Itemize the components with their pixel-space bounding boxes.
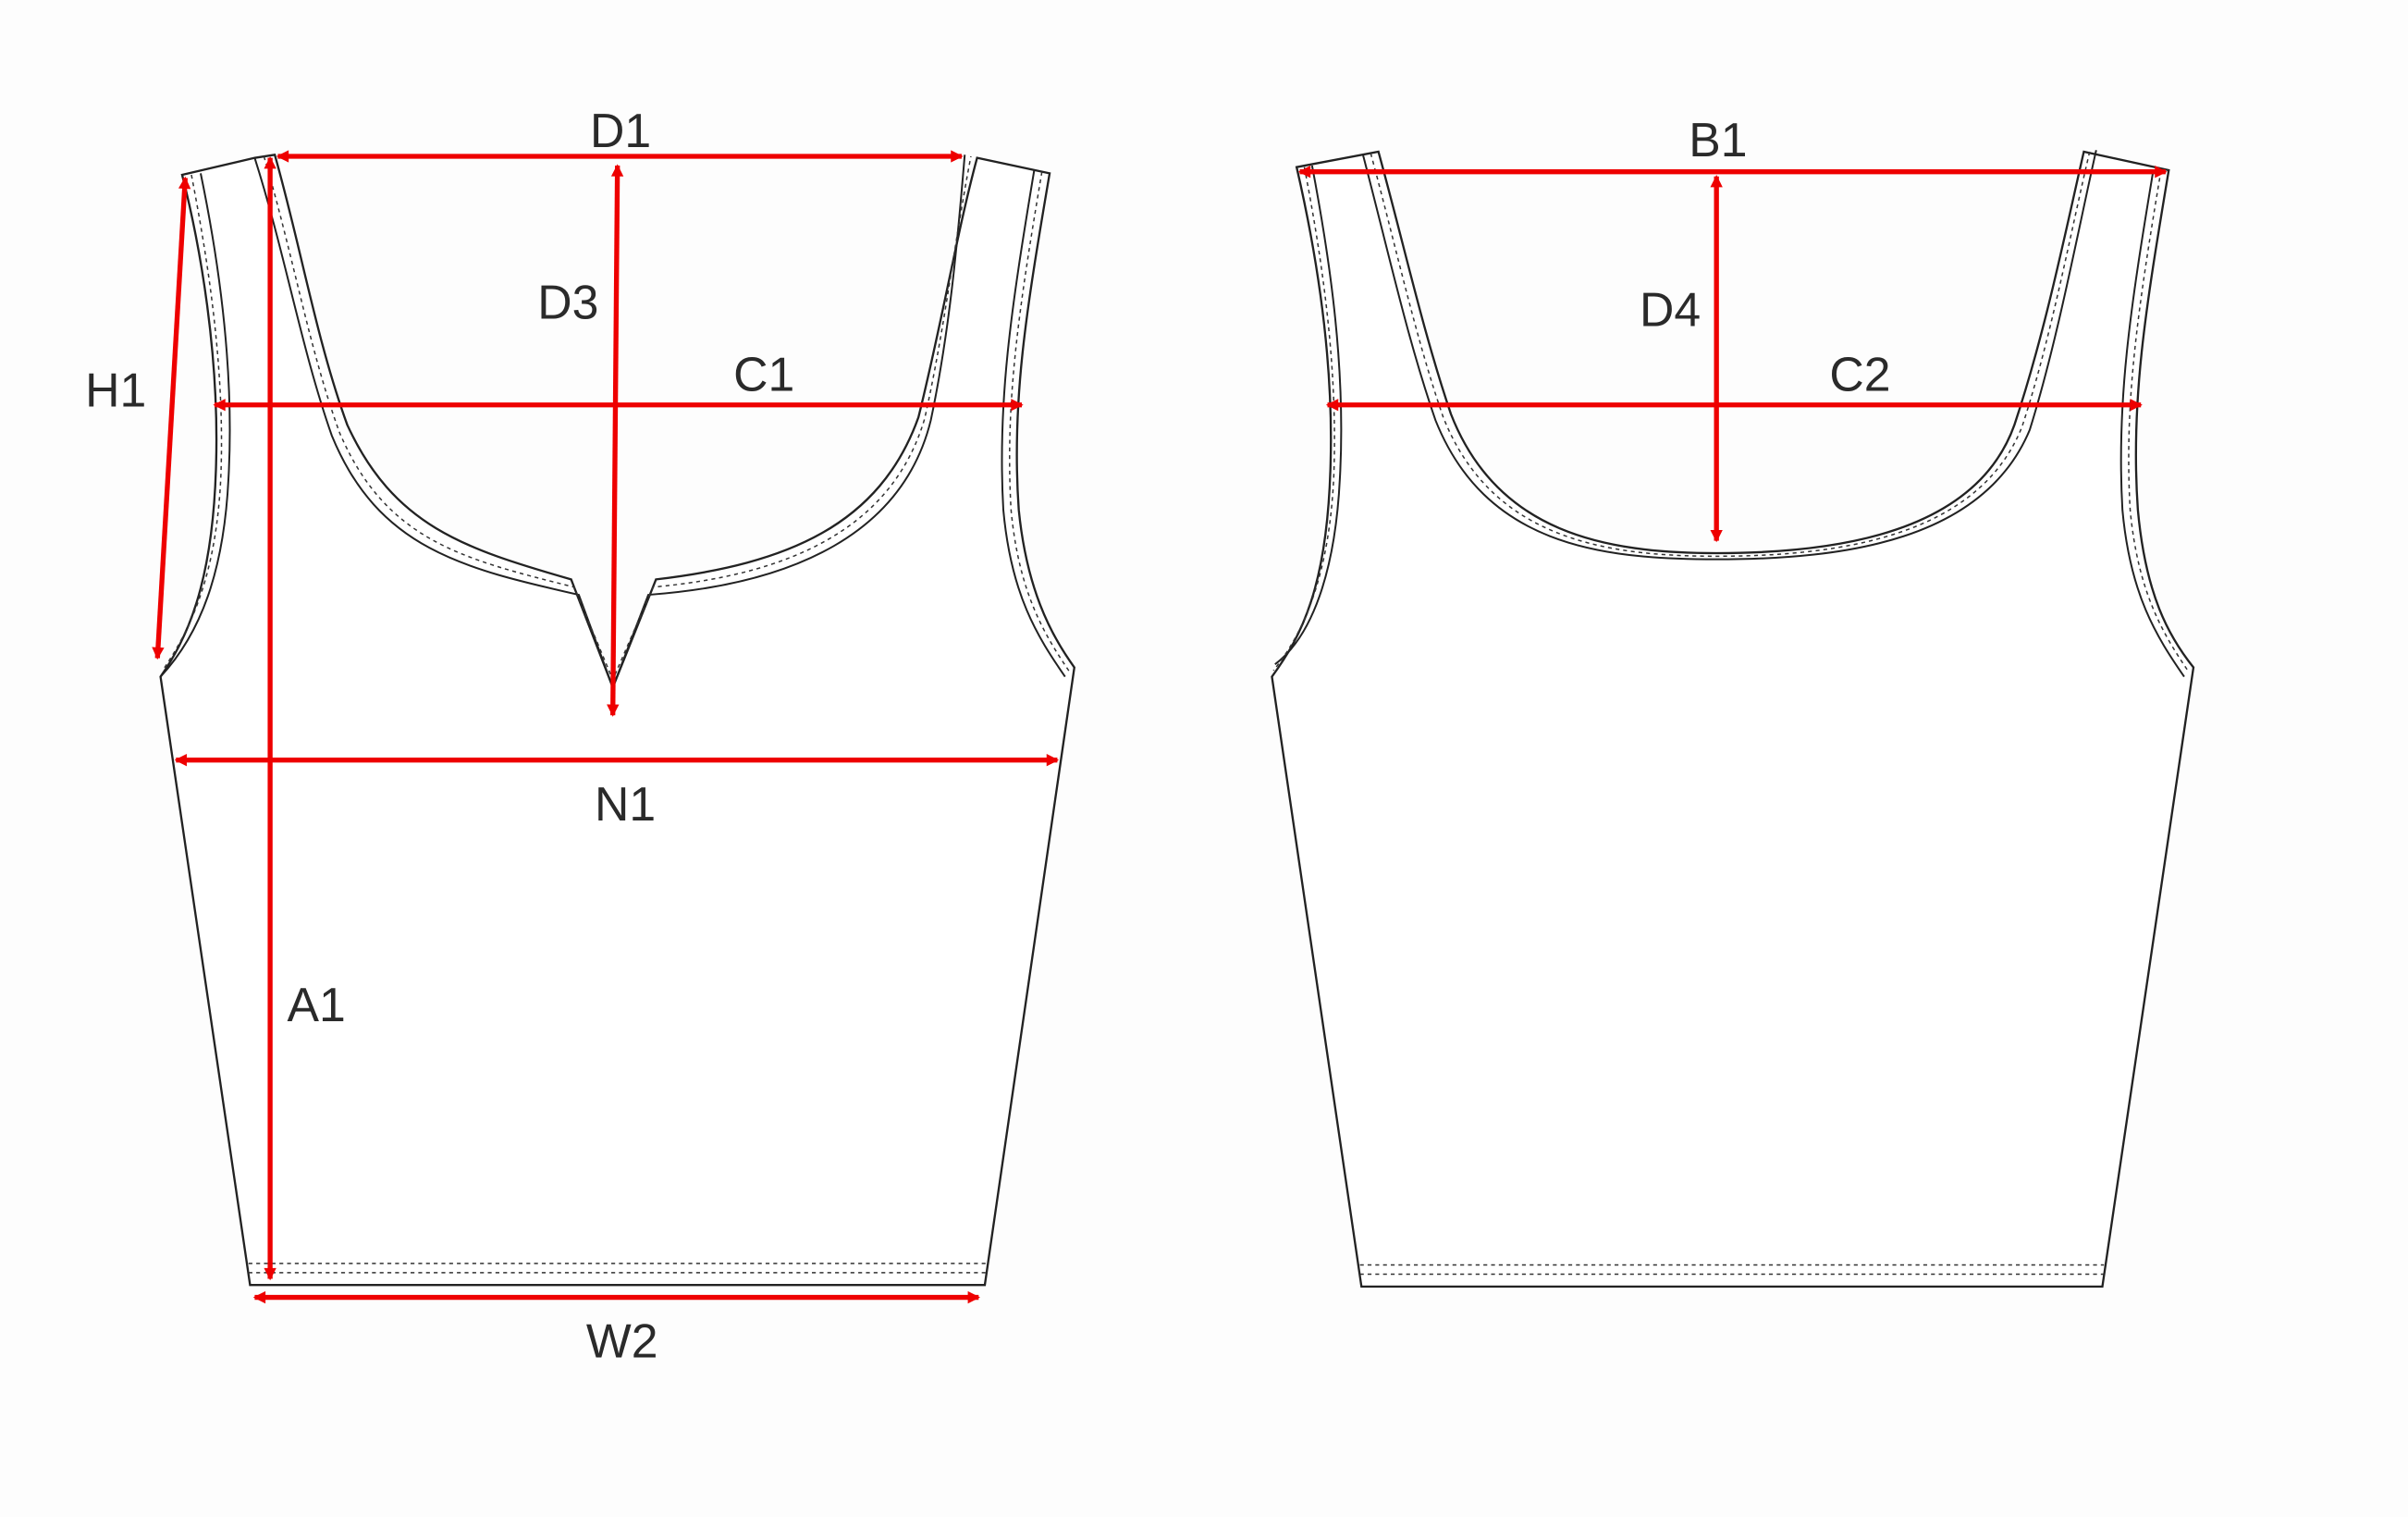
front-armhole-binding-right — [1001, 169, 1066, 678]
back-armhole-stitch-right — [2128, 169, 2190, 672]
label-W2: W2 — [586, 1314, 658, 1368]
front-armhole-stitch-left — [163, 174, 223, 670]
back-view: B1 D4 C2 — [1271, 113, 2195, 1289]
front-armhole-binding-left — [159, 173, 231, 678]
front-body-outline — [159, 154, 1076, 1287]
back-armhole-binding-right — [2119, 169, 2185, 678]
front-neck-binding — [253, 154, 966, 691]
label-C2: C2 — [1829, 348, 1890, 401]
back-armhole-binding-left — [1274, 165, 1343, 665]
back-neck-stitch — [1370, 150, 2091, 558]
label-H1: H1 — [85, 363, 146, 416]
label-A1: A1 — [288, 978, 346, 1031]
measure-D3 — [607, 164, 624, 717]
measure-H1 — [152, 176, 191, 660]
back-neck-binding — [1361, 150, 2097, 561]
label-C1: C1 — [733, 348, 794, 401]
label-D3: D3 — [537, 275, 598, 328]
back-body-outline — [1271, 150, 2195, 1289]
back-armhole-stitch-left — [1272, 166, 1335, 672]
label-D4: D4 — [1640, 283, 1701, 337]
front-armhole-stitch-right — [1009, 171, 1071, 672]
label-D1: D1 — [590, 104, 651, 157]
label-N1: N1 — [595, 777, 656, 831]
label-B1: B1 — [1689, 113, 1747, 166]
front-view: D1 D3 C1 H1 A1 N1 W2 — [85, 104, 1076, 1368]
